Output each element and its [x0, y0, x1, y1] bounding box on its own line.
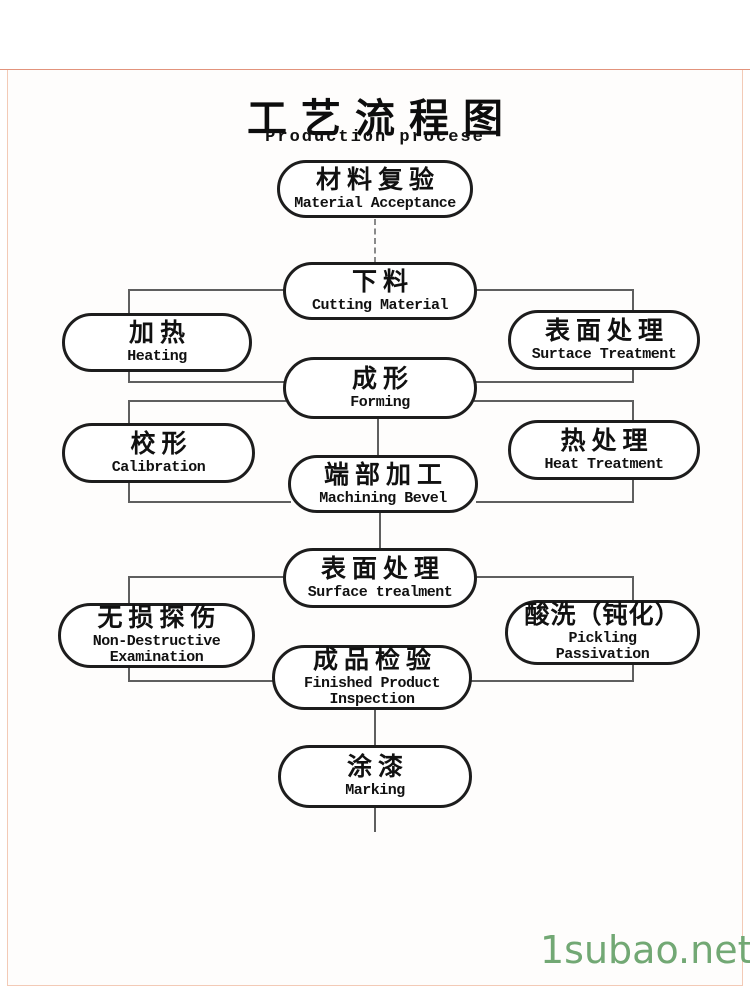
- node-forming: 成形 Forming: [283, 357, 477, 419]
- node-label-en: Marking: [345, 782, 405, 800]
- connector-line: [128, 481, 130, 503]
- node-pickling-passivation: 酸洗（钝化） Pickling Passivation: [505, 600, 700, 665]
- node-label-cn: 酸洗（钝化）: [524, 601, 681, 630]
- connector-line: [128, 370, 130, 383]
- frame-top-line: [0, 69, 750, 70]
- connector-line: [377, 418, 379, 457]
- connector-line: [476, 501, 634, 503]
- node-label-en: Calibration: [111, 458, 206, 476]
- node-label-cn: 表面处理: [320, 554, 445, 583]
- node-label-en: Heat Treatment: [544, 455, 664, 473]
- connector-line: [128, 289, 285, 291]
- connector-line: [632, 663, 634, 682]
- node-finished-product-inspection: 成品检验 Finished Product Inspection: [272, 645, 472, 710]
- node-label-en: Non-Destructive Examination: [92, 632, 221, 667]
- connector-line: [128, 680, 275, 682]
- page-subtitle: Production procese: [265, 128, 485, 147]
- connector-line: [128, 400, 286, 402]
- connector-line: [374, 806, 376, 832]
- node-label-cn: 成形: [351, 364, 414, 393]
- node-surface-treatment-mid: 表面处理 Surface trealment: [283, 548, 477, 608]
- node-surface-treatment-top: 表面处理 Surtace Treatment: [508, 310, 700, 370]
- connector-line: [470, 680, 634, 682]
- node-label-cn: 下料: [351, 267, 414, 296]
- page-title: 工艺流程图: [247, 97, 517, 141]
- node-cutting-material: 下料 Cutting Material: [283, 262, 477, 320]
- node-label-cn: 校形: [130, 429, 193, 458]
- connector-line: [632, 478, 634, 503]
- connector-line: [474, 381, 634, 383]
- connector-line: [128, 381, 286, 383]
- connector-line: [474, 576, 634, 578]
- node-label-cn: 涂漆: [346, 753, 409, 782]
- node-label-cn: 热处理: [560, 426, 654, 455]
- watermark-text: 1subao.net: [540, 928, 750, 972]
- connector-line: [374, 708, 376, 747]
- connector-line: [128, 666, 130, 682]
- node-label-en: Surface trealment: [307, 583, 453, 601]
- node-label-en: Surtace Treatment: [531, 345, 677, 363]
- node-label-en: Cutting Material: [311, 296, 449, 314]
- node-heat-treatment: 热处理 Heat Treatment: [508, 420, 700, 480]
- connector-line: [632, 576, 634, 602]
- node-heating: 加热 Heating: [62, 313, 252, 372]
- node-label-cn: 端部加工: [323, 460, 448, 489]
- connector-line: [632, 368, 634, 383]
- connector-line: [128, 576, 130, 605]
- connector-line: [632, 289, 634, 312]
- connector-line: [128, 289, 130, 315]
- node-label-cn: 成品检验: [312, 646, 437, 675]
- node-label-en: Machining Bevel: [319, 489, 447, 507]
- node-non-destructive-examination: 无损探伤 Non-Destructive Examination: [58, 603, 255, 668]
- node-material-acceptance: 材料复验 Material Acceptance: [277, 160, 473, 218]
- node-label-cn: 无损探伤: [97, 604, 222, 633]
- node-label-en: Material Acceptance: [294, 194, 456, 212]
- node-label-cn: 加热: [128, 319, 191, 348]
- frame-bottom-line: [7, 985, 743, 986]
- node-machining-bevel: 端部加工 Machining Bevel: [288, 455, 478, 513]
- node-label-cn: 材料复验: [315, 165, 440, 194]
- connector-line: [474, 400, 634, 402]
- frame-left-line: [7, 70, 8, 986]
- connector-line: [128, 400, 130, 425]
- connector-line: [379, 511, 381, 550]
- node-label-en: Forming: [350, 393, 410, 411]
- node-label-en: Finished Product Inspection: [303, 674, 441, 709]
- node-label-cn: 表面处理: [544, 316, 669, 345]
- node-marking: 涂漆 Marking: [278, 745, 472, 808]
- connector-line: [374, 219, 376, 263]
- node-label-en: Heating: [127, 348, 187, 366]
- connector-line: [476, 289, 634, 291]
- frame-right-line: [742, 70, 743, 986]
- node-label-en: Pickling Passivation: [555, 629, 650, 664]
- node-calibration: 校形 Calibration: [62, 423, 255, 483]
- connector-line: [128, 576, 286, 578]
- connector-line: [632, 400, 634, 422]
- connector-line: [128, 501, 291, 503]
